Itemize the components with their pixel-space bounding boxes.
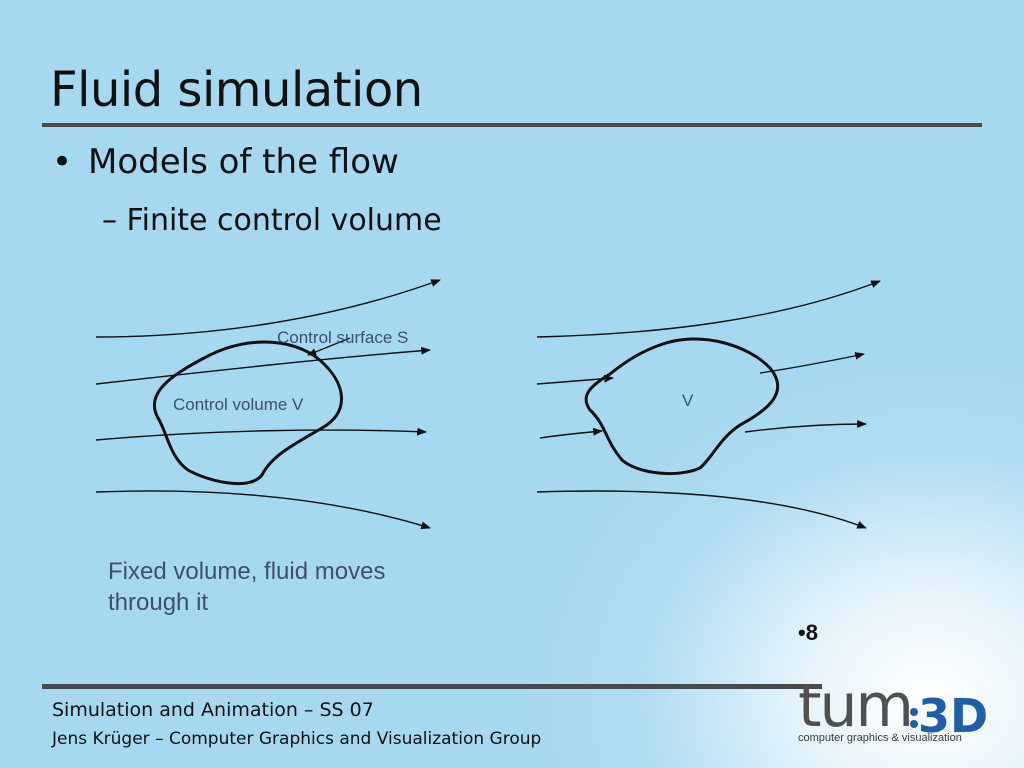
- title-divider: [42, 123, 982, 127]
- logo-subtitle: computer graphics & visualization: [798, 732, 962, 744]
- streamline-10: [536, 490, 867, 529]
- footer-course: Simulation and Animation – SS 07: [52, 699, 374, 721]
- control-volume-right: [584, 337, 780, 476]
- streamline-5: [536, 280, 881, 338]
- logo-tum-text: tum: [798, 671, 912, 741]
- footer-author: Jens Krüger – Computer Graphics and Visu…: [52, 729, 542, 749]
- streamline-2: [95, 346, 431, 385]
- logo-3d-text: 3D: [918, 689, 988, 743]
- sub-bullet-text: – Finite control volume: [102, 203, 442, 238]
- diagram-caption: Fixed volume, fluid moves through it: [108, 558, 386, 616]
- surface-pointer-arrow: [307, 337, 351, 356]
- bullet-item: • Models of the flow: [52, 142, 399, 182]
- page-number: •8: [798, 620, 818, 645]
- bullet-symbol: •: [52, 142, 73, 182]
- control-volume-label: Control volume V: [173, 395, 304, 414]
- control-volume-left: [152, 340, 343, 485]
- bullet-text: Models of the flow: [88, 142, 399, 182]
- right-streamlines: [536, 280, 881, 529]
- streamline-8: [539, 427, 603, 439]
- control-surface-label: Control surface S: [277, 328, 408, 347]
- footer-divider: [42, 684, 822, 689]
- streamline-3: [95, 427, 427, 441]
- streamline-1: [95, 279, 441, 338]
- logo-dot-top: [910, 708, 918, 716]
- logo-dot-bottom: [910, 720, 918, 728]
- streamline-9: [744, 420, 867, 433]
- slide-title: Fluid simulation: [50, 62, 423, 118]
- streamline-7: [759, 351, 865, 374]
- right-volume-label: V: [682, 391, 694, 410]
- streamline-6: [536, 374, 614, 385]
- left-streamlines: [95, 279, 441, 530]
- streamline-4: [95, 490, 431, 530]
- tum3d-logo: tum 3D: [798, 671, 988, 743]
